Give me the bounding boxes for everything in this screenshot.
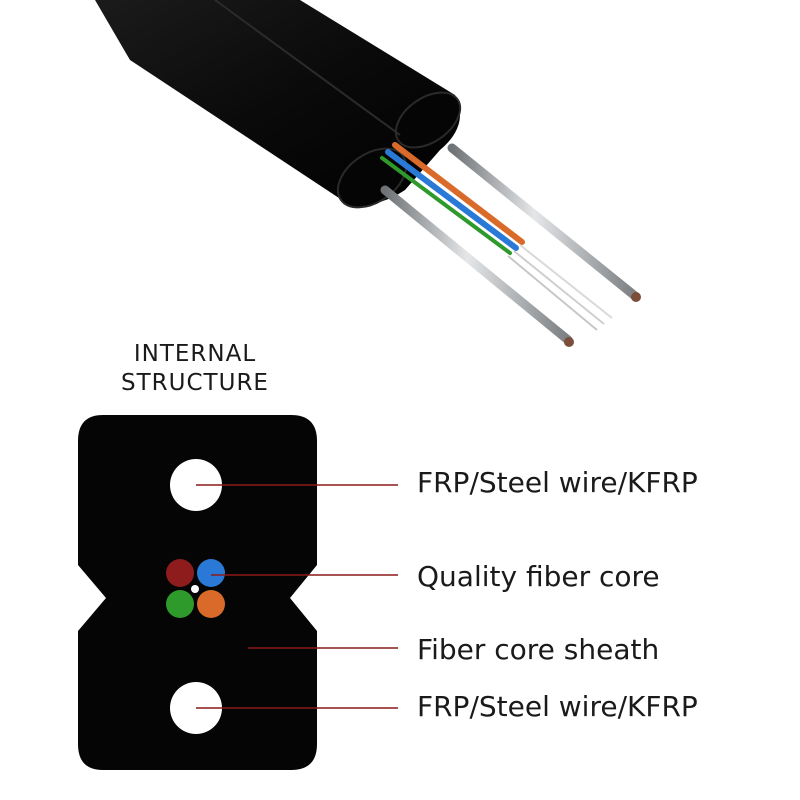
callout-bottom-strength-member: FRP/Steel wire/KFRP — [417, 690, 698, 723]
steel-wire-upper — [447, 143, 640, 301]
diagram-title-line-2: STRUCTURE — [121, 370, 269, 396]
jacket-groove — [214, 0, 401, 136]
fiber-strand-orange — [392, 142, 525, 245]
steel-wire-upper-tip — [631, 292, 641, 302]
fiber-core-red — [166, 559, 194, 587]
cable-3d-render — [95, 0, 641, 347]
bare-fiber-3 — [507, 255, 598, 331]
callout-top-strength-member: FRP/Steel wire/KFRP — [417, 466, 698, 499]
callout-sheath: Fiber core sheath — [417, 633, 660, 666]
cross-section-sheath — [78, 415, 317, 770]
callout-fiber-core: Quality fiber core — [417, 560, 660, 593]
fiber-strand-blue — [385, 149, 519, 251]
fiber-strand-green — [380, 156, 512, 255]
fiber-core-green — [166, 590, 194, 618]
leader-lines — [196, 484, 398, 709]
cross-section — [78, 415, 317, 770]
fiber-core-center — [191, 585, 199, 593]
bare-fiber-1 — [519, 244, 613, 319]
jacket-end-face-upper — [394, 91, 462, 149]
bare-fiber-2 — [513, 250, 605, 325]
steel-wire-lower — [380, 185, 573, 345]
steel-wire-lower-tip — [564, 337, 574, 347]
fiber-core-blue — [197, 559, 225, 587]
diagram-title-line-1: INTERNAL — [133, 341, 257, 367]
fiber-core-orange — [197, 590, 225, 618]
